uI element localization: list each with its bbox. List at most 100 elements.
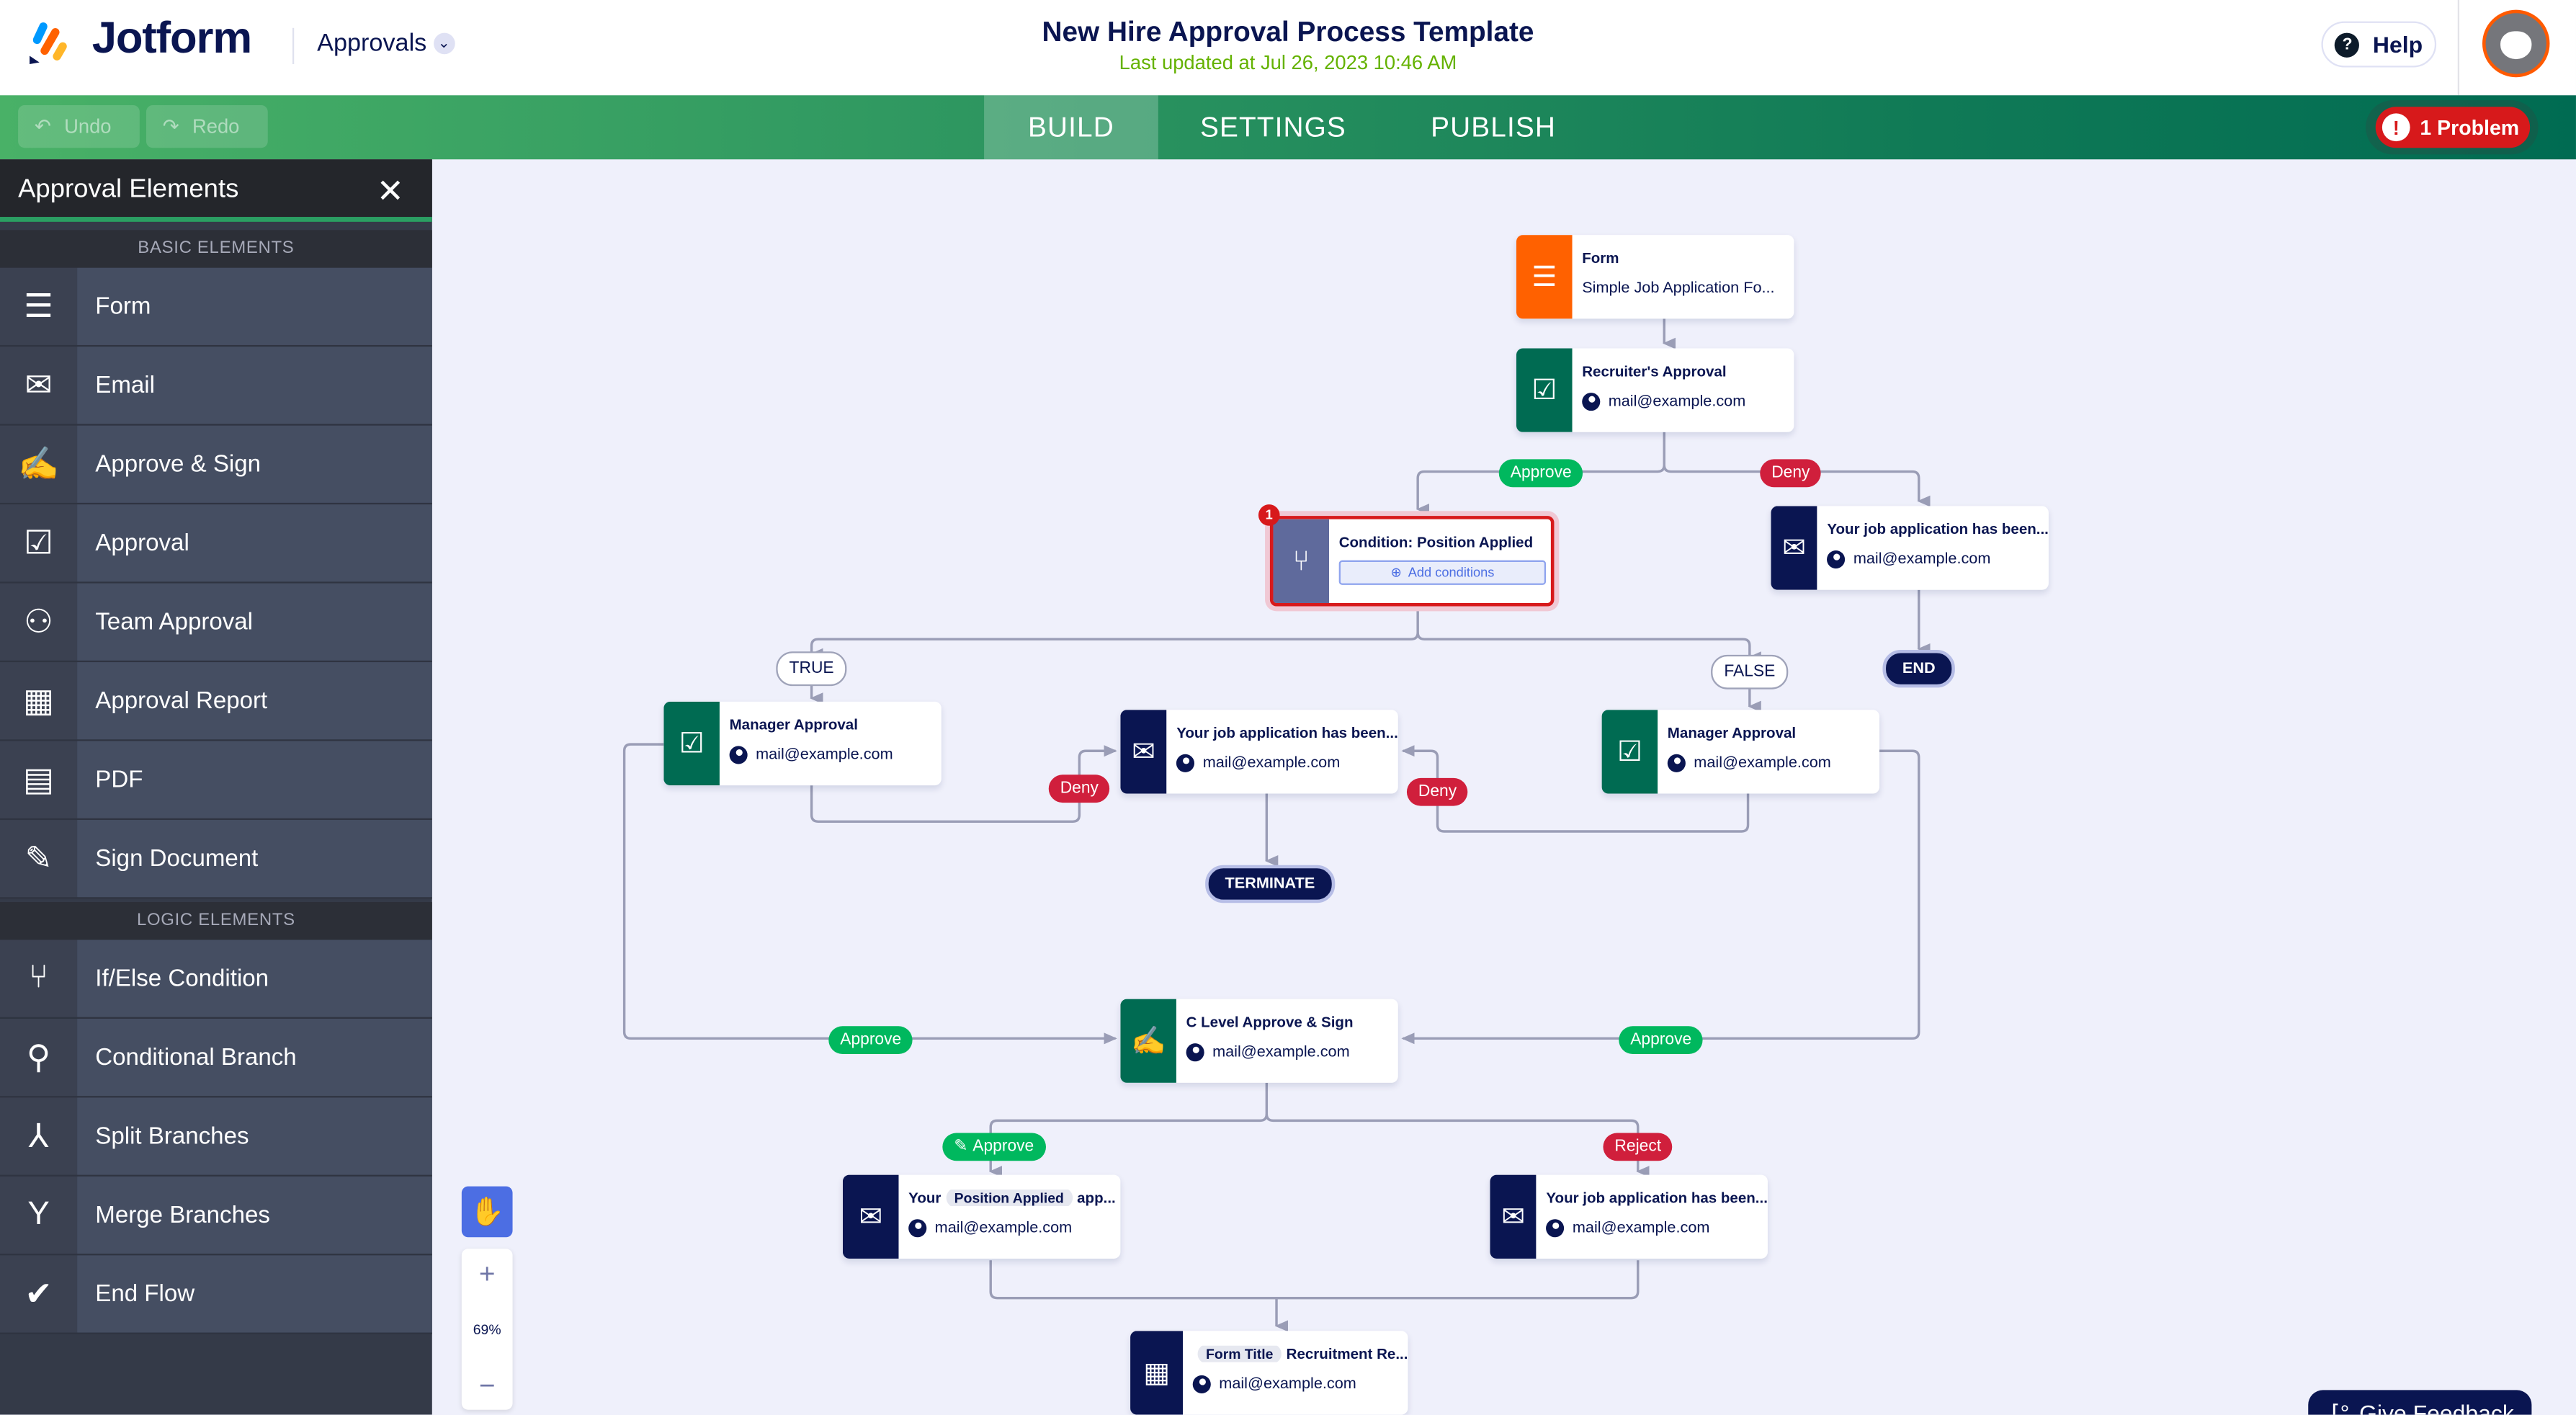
sidebar-item-approve-sign[interactable]: ✍Approve & Sign: [0, 425, 432, 505]
problems-label: 1 Problem: [2420, 115, 2520, 139]
sidebar-item-team-approval[interactable]: ⚇Team Approval: [0, 583, 432, 663]
pill-label: Approve: [1510, 464, 1572, 483]
approve-branch-pill[interactable]: Approve: [828, 1026, 913, 1055]
sidebar-item-label: Approval Report: [77, 662, 432, 740]
tab-settings[interactable]: SETTINGS: [1199, 110, 1346, 143]
node-title: Manager Approval: [729, 716, 858, 733]
divider: [2457, 0, 2460, 96]
undo-button[interactable]: ↶Undo: [18, 104, 140, 148]
deny-branch-pill[interactable]: Reject: [1603, 1133, 1673, 1161]
approve-branch-pill[interactable]: Approve: [1619, 1026, 1704, 1055]
user-icon: [1176, 754, 1195, 772]
pill-label: Deny: [1418, 782, 1457, 801]
sidebar-item-approval-report[interactable]: ▦Approval Report: [0, 662, 432, 741]
node-body: Condition: Position Applied⊕Add conditio…: [1329, 519, 1551, 603]
sidebar-item-split-branches[interactable]: ⅄Split Branches: [0, 1097, 432, 1177]
sign-icon: ✎: [954, 1138, 968, 1156]
assignee-email: mail@example.com: [1608, 393, 1746, 411]
email-icon: ✉: [1120, 710, 1167, 794]
deny-branch-pill[interactable]: Deny: [1406, 777, 1469, 806]
form-icon: ☰: [1516, 235, 1573, 319]
sidebar-item-email[interactable]: ✉Email: [0, 347, 432, 426]
zoom-controls: + 69% −: [461, 1249, 513, 1410]
give-feedback-button[interactable]: ⌈° Give Feedback: [2308, 1390, 2532, 1415]
last-updated: Last updated at Jul 26, 2023 10:46 AM: [1119, 50, 1457, 74]
user-icon: [908, 1219, 927, 1238]
avatar[interactable]: [2482, 9, 2550, 78]
sidebar-item-label: End Flow: [77, 1255, 432, 1333]
node-deny-email[interactable]: ✉Your job application has been...mail@ex…: [1771, 506, 2049, 590]
approval-icon: ☑: [1516, 348, 1573, 432]
user-icon: [1186, 1043, 1204, 1062]
undo-icon: ↶: [34, 115, 51, 138]
team-approval-icon: ⚇: [0, 583, 78, 661]
sidebar-item-label: Email: [77, 347, 432, 424]
node-title: Your job application has been...: [1546, 1189, 1768, 1206]
add-conditions-button[interactable]: ⊕Add conditions: [1338, 560, 1547, 585]
help-button[interactable]: ? Help: [2321, 21, 2437, 68]
node-recruiter[interactable]: ☑ Recruiter's Approval mail@example.com: [1516, 348, 1794, 432]
app-switcher[interactable]: Approvals ⌄: [317, 30, 455, 58]
node-title: Manager Approval: [1667, 724, 1797, 741]
zoom-level: 69%: [473, 1321, 501, 1338]
approve-branch-pill[interactable]: ✎Approve: [942, 1133, 1046, 1161]
top-header: Jotform Approvals ⌄ New Hire Approval Pr…: [0, 0, 2576, 96]
alert-icon: !: [2382, 113, 2410, 142]
sidebar-item-sign-document[interactable]: ✎Sign Document: [0, 820, 432, 899]
redo-button[interactable]: ↷Redo: [146, 104, 268, 148]
problems-button[interactable]: ! 1 Problem: [2375, 107, 2531, 148]
sidebar-item-label: Split Branches: [77, 1097, 432, 1175]
branch-label-true: TRUE: [776, 651, 847, 687]
connector: [989, 1082, 1269, 1134]
node-mid-email[interactable]: ✉Your job application has been...mail@ex…: [1120, 710, 1398, 794]
jotform-logo-icon: [30, 22, 67, 64]
sidebar-item-approval[interactable]: ☑Approval: [0, 504, 432, 584]
assignee: mail@example.com: [908, 1219, 1120, 1238]
sidebar-item-end-flow[interactable]: ✔End Flow: [0, 1255, 432, 1334]
zoom-out-button[interactable]: −: [478, 1370, 496, 1402]
variable-chip: Form Title: [1197, 1345, 1282, 1362]
node-condition[interactable]: ⑂Condition: Position Applied⊕Add conditi…: [1269, 516, 1555, 607]
redo-label: Redo: [192, 115, 240, 138]
approve-branch-pill[interactable]: Approve: [1498, 459, 1583, 488]
email-icon: ✉: [842, 1174, 899, 1259]
connector: [1416, 632, 1761, 664]
sidebar-item-if-else-condition[interactable]: ⑂If/Else Condition: [0, 939, 432, 1019]
node-reject-email[interactable]: ✉Your job application has been...mail@ex…: [1490, 1174, 1768, 1259]
assignee: mail@example.com: [729, 746, 942, 764]
close-icon[interactable]: ✕: [376, 174, 405, 210]
assignee: mail@example.com: [1582, 393, 1794, 411]
tab-publish[interactable]: PUBLISH: [1431, 110, 1557, 143]
sidebar-item-conditional-branch[interactable]: ⚲Conditional Branch: [0, 1018, 432, 1098]
assignee-email: mail@example.com: [934, 1219, 1073, 1238]
pan-hand-button[interactable]: ✋: [461, 1186, 513, 1238]
sidebar-item-pdf[interactable]: ▤PDF: [0, 741, 432, 821]
node-body: Your job application has been...mail@exa…: [1817, 506, 2049, 589]
zoom-in-button[interactable]: +: [478, 1258, 496, 1290]
report-icon: ▦: [1130, 1331, 1184, 1415]
user-icon: [729, 746, 748, 764]
sidebar-item-form[interactable]: ☰Form: [0, 267, 432, 347]
tab-build[interactable]: BUILD: [984, 95, 1158, 160]
node-title: Recruiter's Approval: [1582, 363, 1727, 380]
assignee: mail@example.com: [1827, 550, 2049, 569]
connector: [1401, 745, 1439, 780]
branch-label-false: FALSE: [1711, 654, 1789, 689]
sidebar-item-label: Form: [77, 267, 432, 345]
deny-branch-pill[interactable]: Deny: [1760, 459, 1822, 488]
assignee: mail@example.com: [1176, 754, 1398, 772]
connector: [1401, 749, 1920, 1045]
problem-badge: 1: [1258, 504, 1280, 526]
node-title: Form: [1582, 249, 1619, 267]
connector: [1663, 465, 1931, 507]
deny-branch-pill[interactable]: Deny: [1048, 775, 1110, 803]
sidebar-title: Approval Elements: [18, 176, 239, 204]
